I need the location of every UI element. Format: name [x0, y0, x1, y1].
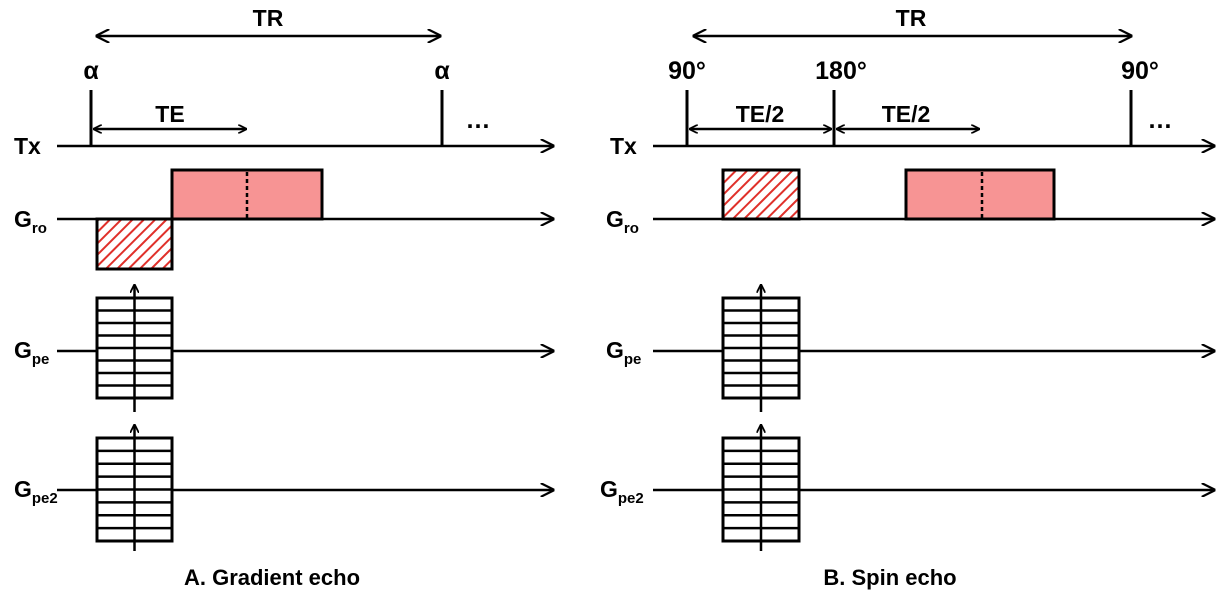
readout-prephaser-a: [95, 217, 174, 271]
te-half-label-b1: TE/2: [736, 101, 785, 127]
pulse-label-a2: α: [434, 57, 450, 85]
ellipsis-a: …: [466, 106, 491, 134]
gro-label-b: Gro: [606, 206, 639, 237]
gpe2-label-a: Gpe2: [14, 476, 58, 507]
gpe-label-b: Gpe: [606, 337, 641, 368]
tr-label-a: TR: [253, 5, 284, 31]
readout-prephaser-b: [721, 168, 801, 221]
phase-encode-table-a: [95, 285, 174, 412]
phase-encode2-table-b: [721, 425, 801, 551]
te-label-a: TE: [155, 101, 184, 127]
caption-b: B. Spin echo: [823, 565, 956, 590]
readout-gradient-b: [904, 168, 1056, 221]
panel-a-gradient-echo: TR α α TE … Tx Gro Gpe Gpe2 A. Gradient …: [14, 5, 553, 590]
tr-label-b: TR: [896, 5, 927, 31]
gpe2-label-b: Gpe2: [600, 476, 644, 507]
pulse-label-a1: α: [83, 57, 99, 85]
te-half-label-b2: TE/2: [882, 101, 931, 127]
phase-encode-table-b: [721, 285, 801, 412]
caption-a: A. Gradient echo: [184, 565, 360, 590]
phase-encode2-table-a: [95, 425, 174, 551]
tx-label-b: Tx: [610, 133, 637, 159]
gro-label-a: Gro: [14, 206, 47, 237]
ellipsis-b: …: [1148, 106, 1173, 134]
gpe-label-a: Gpe: [14, 337, 49, 368]
panel-b-spin-echo: TR 90° 180° 90° TE/2 TE/2 … Tx Gro Gpe G…: [600, 5, 1214, 590]
pulse-label-b3: 90°: [1121, 57, 1159, 85]
pulse-label-b1: 90°: [668, 57, 706, 85]
tx-label-a: Tx: [14, 133, 41, 159]
pulse-label-b2: 180°: [815, 57, 867, 85]
